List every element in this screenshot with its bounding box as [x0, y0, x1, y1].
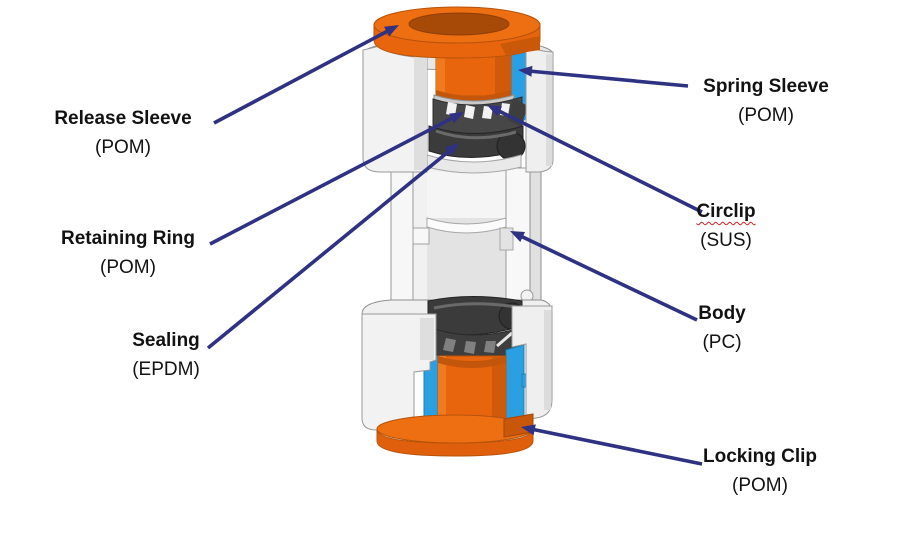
arrow-locking-clip [521, 424, 703, 466]
part-material-locking-clip: (POM) [732, 475, 788, 496]
part-material-circlip: (SUS) [700, 230, 752, 251]
leader-arrows [206, 25, 703, 466]
label-circlip: Circlip (SUS) [636, 199, 816, 254]
part-material-spring-sleeve: (POM) [738, 105, 794, 126]
arrow-circlip [487, 105, 703, 214]
body-outer-right-top [525, 45, 554, 173]
sealing-part-bottom [427, 296, 526, 336]
top-assembly [362, 6, 554, 174]
label-release-sleeve: Release Sleeve (POM) [33, 106, 213, 161]
label-locking-clip: Locking Clip (POM) [670, 444, 850, 499]
part-material-body: (PC) [702, 332, 742, 353]
part-material-retaining-ring: (POM) [100, 257, 156, 278]
release-sleeve-flange [373, 6, 541, 59]
body-part [390, 167, 542, 305]
arrow-spring-sleeve [518, 65, 689, 88]
part-name-body: Body [698, 303, 746, 324]
arrow-body [510, 231, 698, 322]
arrow-sealing [206, 143, 459, 350]
part-name-locking-clip: Locking Clip [703, 446, 817, 467]
part-material-release-sleeve: (POM) [95, 137, 151, 158]
part-name-sealing: Sealing [132, 330, 200, 351]
bottom-assembly [361, 296, 553, 457]
locking-clip-flange [376, 413, 534, 457]
body-shelf [426, 154, 522, 174]
label-sealing: Sealing (EPDM) [76, 328, 256, 383]
label-body: Body (PC) [632, 301, 812, 356]
part-name-release-sleeve: Release Sleeve [54, 108, 192, 129]
part-name-spring-sleeve: Spring Sleeve [703, 76, 829, 97]
release-sleeve-outer-left [362, 45, 428, 173]
part-name-circlip: Circlip [696, 201, 756, 222]
body-outer-right-bottom [511, 305, 553, 421]
part-material-sealing: (EPDM) [132, 359, 200, 380]
label-retaining-ring: Retaining Ring (POM) [38, 226, 218, 281]
arrow-release-sleeve [213, 25, 399, 125]
label-spring-sleeve: Spring Sleeve (POM) [676, 74, 856, 129]
body-outer-left-bottom [361, 313, 437, 431]
part-name-retaining-ring: Retaining Ring [60, 228, 196, 249]
arrow-retaining-ring [209, 112, 464, 246]
